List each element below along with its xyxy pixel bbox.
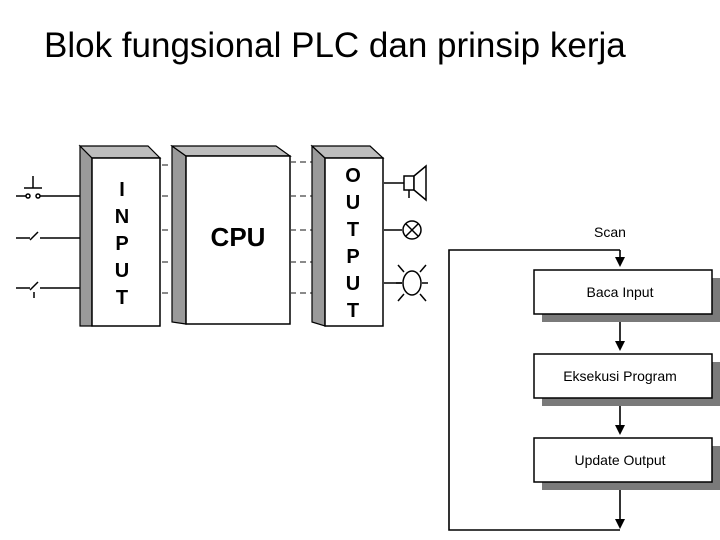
output-letter: U — [346, 192, 360, 214]
flow-step: Baca Input — [533, 269, 720, 322]
flow-step-box — [533, 269, 713, 315]
cpu-block: CPU — [170, 144, 292, 325]
output-letter: T — [347, 219, 359, 241]
limit-switch-icon — [16, 281, 39, 298]
flow-step: Update Output — [533, 437, 720, 490]
input-letter: T — [116, 287, 128, 309]
input-letter: U — [115, 260, 129, 282]
output-letter: O — [345, 165, 361, 187]
flow-step: Eksekusi Program — [533, 353, 720, 406]
horn-icon — [403, 164, 427, 202]
flow-step-label: Update Output — [574, 452, 665, 468]
beacon-lamp-icon — [396, 264, 428, 302]
input-letter: N — [115, 206, 129, 228]
output-letter: U — [346, 273, 360, 295]
flow-step-box — [533, 437, 713, 483]
flow-step-label: Baca Input — [587, 284, 654, 300]
output-letter: P — [346, 246, 359, 268]
flow-step-box — [533, 353, 713, 399]
input-letter: P — [115, 233, 128, 255]
scan-label: Scan — [594, 224, 626, 240]
flow-step-label: Eksekusi Program — [563, 368, 677, 384]
input-wires — [40, 195, 80, 289]
switch-contact-icon — [16, 231, 39, 241]
push-button-icon — [16, 176, 42, 199]
cpu-label: CPU — [211, 222, 266, 252]
output-letter: T — [347, 300, 359, 322]
input-letter: I — [119, 179, 125, 201]
indicator-lamp-icon — [402, 220, 422, 240]
slide-title: Blok fungsional PLC dan prinsip kerja — [44, 26, 626, 65]
